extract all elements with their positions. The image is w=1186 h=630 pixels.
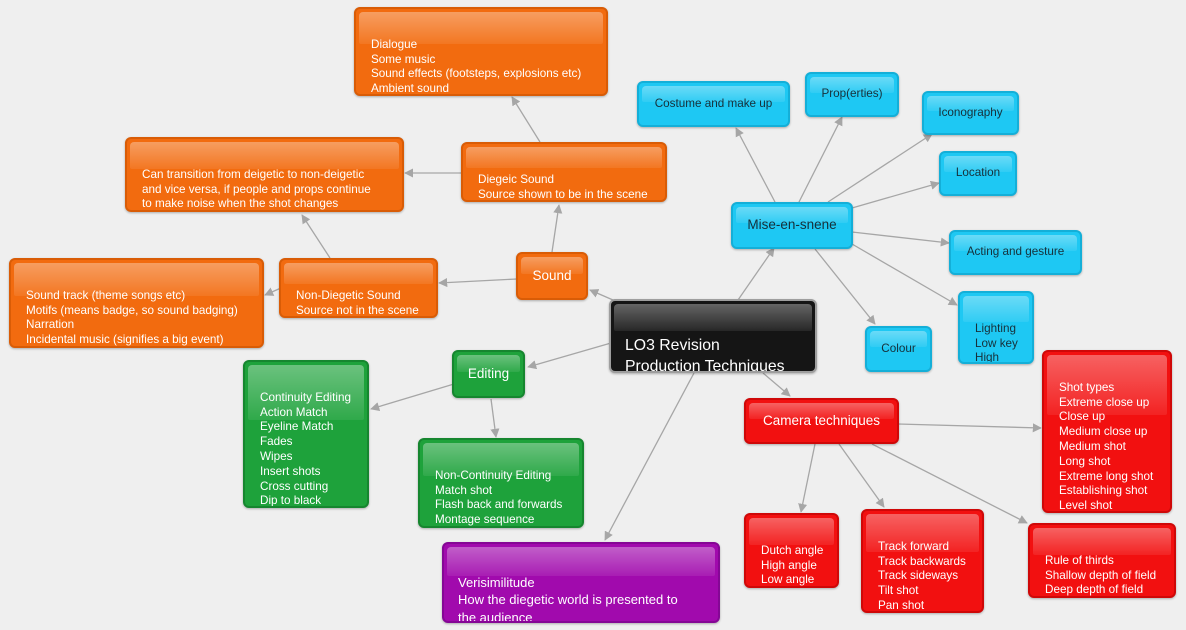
connector-sound-to-non-diegetic <box>438 278 518 288</box>
camera-techniques-label: Camera techniques <box>762 412 881 428</box>
sound-transition-node[interactable]: Can transition from deigetic to non-deig… <box>125 137 404 212</box>
connector-central-to-sound <box>589 289 614 301</box>
camera-movement-node[interactable]: Track forward Track backwards Track side… <box>861 509 984 613</box>
lighting-text: Lighting Low key High key <box>975 321 1018 364</box>
non-diegetic-examples-text: Sound track (theme songs etc) Motifs (me… <box>26 288 238 347</box>
editing-label: Editing <box>467 365 510 381</box>
verisimilitude-text: Verisimilitude How the diegetic world is… <box>458 574 678 623</box>
connector-mise-to-iconography <box>827 133 933 203</box>
acting-text: Acting and gesture <box>966 245 1065 259</box>
connector-central-to-editing <box>527 342 612 370</box>
camera-techniques-node[interactable]: Camera techniques <box>744 398 899 444</box>
connector-central-to-mise-en-scene <box>737 247 775 301</box>
composition-text: Rule of thirds Shallow depth of field De… <box>1045 553 1157 597</box>
composition-node[interactable]: Rule of thirds Shallow depth of field De… <box>1028 523 1176 598</box>
connector-camera-to-composition <box>871 443 1028 524</box>
colour-node[interactable]: Colour <box>865 326 932 372</box>
non-diegetic-sound-node[interactable]: Non-Diegetic Sound Source not in the sce… <box>279 258 438 318</box>
connector-mise-to-props <box>798 116 843 203</box>
sound-label: Sound <box>532 267 572 283</box>
props-text: Prop(erties) <box>821 87 883 101</box>
camera-movement-text: Track forward Track backwards Track side… <box>878 539 966 612</box>
iconography-text: Iconography <box>938 105 1003 119</box>
props-node[interactable]: Prop(erties) <box>805 72 899 117</box>
camera-angles-node[interactable]: Dutch angle High angle Low angle <box>744 513 839 588</box>
shot-types-node[interactable]: Shot types Extreme close up Close up Med… <box>1042 350 1172 513</box>
connector-central-to-verisimilitude <box>604 372 695 541</box>
sound-transition-text: Can transition from deigetic to non-deig… <box>142 167 371 211</box>
non-diegetic-sound-text: Non-Diegetic Sound Source not in the sce… <box>296 288 419 317</box>
costume-node[interactable]: Costume and make up <box>637 81 790 127</box>
diegetic-sound-node[interactable]: Diegeic Sound Source shown to be in the … <box>461 142 667 202</box>
connector-mise-to-costume <box>735 127 776 203</box>
sound-node[interactable]: Sound <box>516 252 588 300</box>
connector-non-diegetic-to-examples <box>264 287 282 296</box>
connector-camera-to-shot-types <box>897 423 1042 433</box>
iconography-node[interactable]: Iconography <box>922 91 1019 135</box>
acting-node[interactable]: Acting and gesture <box>949 230 1082 275</box>
verisimilitude-node[interactable]: Verisimilitude How the diegetic world is… <box>442 542 720 623</box>
editing-node[interactable]: Editing <box>452 350 525 398</box>
costume-text: Costume and make up <box>654 96 773 110</box>
mise-en-scene-label: Mise-en-snene <box>747 217 837 233</box>
colour-text: Colour <box>881 341 916 355</box>
connector-diegetic-to-examples <box>511 96 541 143</box>
connector-sound-to-diegetic <box>551 204 563 253</box>
continuity-editing-node[interactable]: Continuity Editing Action Match Eyeline … <box>243 360 369 508</box>
connector-mise-to-location <box>851 180 940 209</box>
connector-mise-to-colour <box>814 248 876 325</box>
connector-central-to-camera <box>762 372 791 397</box>
camera-angles-text: Dutch angle High angle Low angle <box>761 543 824 587</box>
connector-camera-to-angles <box>798 443 816 513</box>
connector-mise-to-acting <box>851 231 950 247</box>
connector-editing-to-continuity <box>370 383 455 411</box>
central-topic-text: LO3 Revision Production Techniques <box>625 337 785 373</box>
connector-editing-to-non-continuity <box>490 398 500 438</box>
non-continuity-editing-node[interactable]: Non-Continuity Editing Match shot Flash … <box>418 438 584 528</box>
mise-en-scene-node[interactable]: Mise-en-snene <box>731 202 853 249</box>
location-text: Location <box>955 166 1001 180</box>
diegetic-examples-text: Dialogue Some music Sound effects (foots… <box>371 37 582 96</box>
connector-camera-to-movement <box>838 443 885 508</box>
non-diegetic-examples-node[interactable]: Sound track (theme songs etc) Motifs (me… <box>9 258 264 348</box>
shot-types-text: Shot types Extreme close up Close up Med… <box>1059 380 1154 513</box>
non-continuity-editing-text: Non-Continuity Editing Match shot Flash … <box>435 468 563 527</box>
diegetic-examples-node[interactable]: Dialogue Some music Sound effects (foots… <box>354 7 608 96</box>
lighting-node[interactable]: Lighting Low key High key <box>958 291 1034 364</box>
location-node[interactable]: Location <box>939 151 1017 196</box>
diegetic-sound-text: Diegeic Sound Source shown to be in the … <box>478 172 648 201</box>
central-topic-node[interactable]: LO3 Revision Production Techniques <box>609 299 817 373</box>
connector-non-diegetic-to-transition <box>301 214 331 259</box>
continuity-editing-text: Continuity Editing Action Match Eyeline … <box>260 390 351 508</box>
connector-mise-to-lighting <box>851 243 958 306</box>
